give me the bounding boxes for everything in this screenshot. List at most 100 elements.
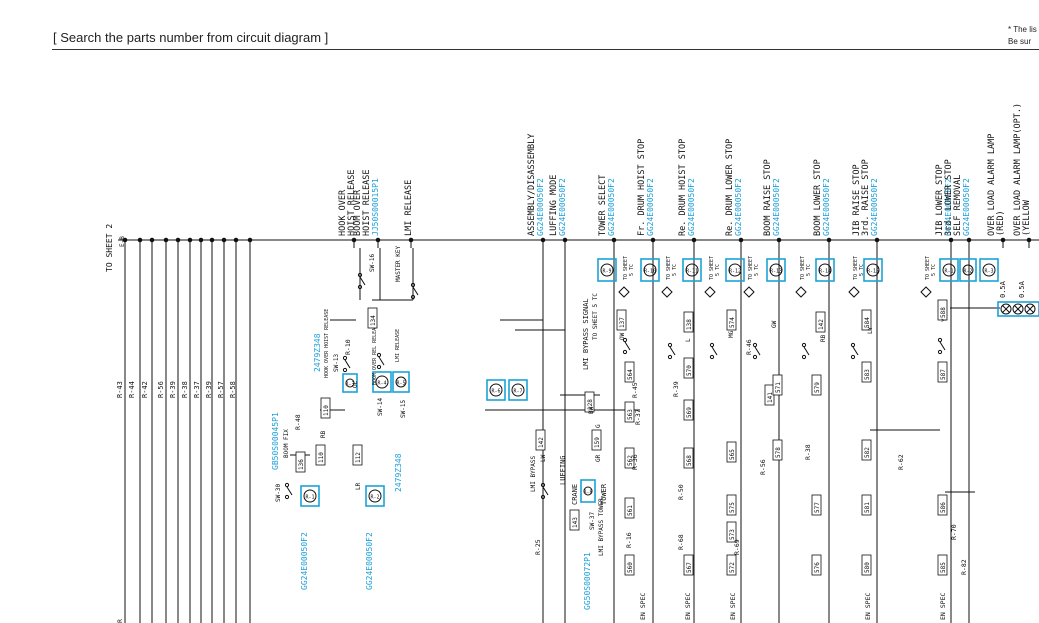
relay-box-3rd-lower[interactable]: R-2: [959, 258, 977, 282]
terminal-box-frame: [683, 554, 694, 576]
circuit-part-number-boom-lower-stop[interactable]: GG24E00050F2: [822, 178, 831, 236]
wire-code: LY: [867, 326, 874, 334]
circuit-header-luffing-mode: LUFFING MODE: [549, 175, 559, 236]
terminal-number: 580: [864, 562, 871, 573]
terminal-number: 583: [864, 369, 871, 380]
gg50-part-number[interactable]: GG50S00072P1: [583, 552, 592, 610]
terminal-box-frame: [624, 497, 635, 519]
wire-code: L: [685, 338, 692, 342]
relay-label: R-10: [344, 339, 352, 355]
circuit-part-number-re-drum-lower-stop[interactable]: GG24E00050F2: [734, 178, 743, 236]
circuit-header-re-drum-hoist-stop: Re. DRUM HOIST STOP: [678, 139, 688, 236]
circuit-part-number-jib-raise-stop[interactable]: GG24E00050F2: [870, 178, 879, 236]
terminal-box: 137: [616, 309, 627, 331]
lamp-icon: [1024, 303, 1036, 315]
relay-box-jib-lower[interactable]: R-1: [939, 258, 959, 282]
relay-box-lmi-release[interactable]: R-5: [392, 371, 410, 393]
circuit-part-number-boom-over-hoist-release[interactable]: JJ50S00015P1: [371, 178, 380, 236]
terminal-box: 110: [315, 444, 326, 466]
relay-box-re-drum-hoist-label: R-11: [686, 269, 698, 275]
to-sheet-5tc-label: 5 TC: [859, 264, 865, 276]
circuit-header-over-load-alarm-yellow: OVER LOAD ALARM LAMP(OPT.): [1013, 103, 1023, 236]
relay-box-tower-select[interactable]: R-9: [597, 258, 617, 282]
terminal-number: 573: [729, 529, 736, 540]
relay-box-self-removal[interactable]: R-3: [979, 258, 999, 282]
p2479-part-number-b[interactable]: 2479Z348: [394, 453, 403, 492]
relay-box-re-drum-hoist[interactable]: R-11: [682, 258, 702, 282]
terminal-number: 159: [594, 437, 601, 448]
circuit-part-number-assembly-disassembly[interactable]: GG24E00050F2: [536, 178, 545, 236]
note-line-1: * The lis: [1008, 25, 1037, 34]
connector-diamond: [704, 286, 716, 298]
relay-box-boom-release[interactable]: R-4: [372, 371, 392, 393]
terminal-box: 571: [772, 374, 783, 396]
circuit-header-over-load-alarm-yellow: (YELLOW: [1022, 199, 1032, 236]
circuit-part-number-self-removal[interactable]: GG24E00050F2: [962, 178, 971, 236]
relay-box-jib-raise[interactable]: R-15: [863, 258, 883, 282]
circuit-part-number-tower-select[interactable]: GG24E00050F2: [607, 178, 616, 236]
terminal-box-frame: [624, 447, 635, 469]
sw37-label: SW-37: [589, 512, 596, 530]
relay-box-luffing[interactable]: R-7: [508, 379, 528, 401]
relay-box-assembly[interactable]: R-6: [486, 379, 506, 401]
junction-dot: [874, 237, 880, 243]
to-sheet-label: TO SHEET: [709, 256, 715, 280]
terminal-number: 575: [729, 502, 736, 513]
circuit-part-number-fr-drum-hoist-stop[interactable]: GG24E00050F2: [646, 178, 655, 236]
circuit-part-number-luffing-mode[interactable]: GG24E00050F2: [558, 178, 567, 236]
relay-box-crane-a[interactable]: R-8: [580, 479, 596, 503]
wire-label: R-39: [169, 381, 177, 398]
wire-code: GR: [595, 454, 602, 462]
header-note: * The lis Be sur: [1008, 24, 1037, 48]
circuit-part-number-re-drum-hoist-stop[interactable]: GG24E00050F2: [687, 178, 696, 236]
gb50s-part-number[interactable]: GB50S00045P1: [271, 412, 280, 470]
junction-dot: [948, 237, 954, 243]
relay-box-hook-over[interactable]: R-3: [342, 373, 358, 393]
terminal-number: 562: [627, 455, 634, 466]
terminal-box: 574: [726, 309, 737, 331]
relay-box-boom-fix[interactable]: R-1: [300, 485, 320, 507]
terminal-box-frame: [937, 361, 948, 383]
wire-label: R-43: [116, 381, 124, 398]
switch-blade: [542, 486, 549, 496]
terminal-box: 142: [535, 429, 546, 451]
p2479-part-number-a[interactable]: 2479Z348: [313, 333, 322, 372]
relay-box-fr-drum[interactable]: R-10: [640, 258, 660, 282]
switch-blade: [286, 486, 293, 496]
terminal-box: 565: [726, 441, 737, 463]
terminal-box: 112: [352, 444, 363, 466]
circuit-header-over-load-alarm-red: OVER LOAD ALARM LAMP: [987, 134, 997, 236]
switch-contact: [342, 367, 348, 373]
circuit-part-number-boom-raise-stop[interactable]: GG24E00050F2: [772, 178, 781, 236]
relay-box-boom-release-coil: [375, 375, 389, 389]
terminal-number: 141: [767, 392, 774, 403]
relay-box-boom-raise[interactable]: R-13: [766, 258, 786, 282]
relay-box-boom-lower[interactable]: R-14: [815, 258, 835, 282]
relay-label: R-70: [950, 524, 958, 540]
switch-blade: [754, 346, 761, 356]
terminal-box: 578: [772, 439, 783, 461]
terminal-number: 128: [587, 399, 594, 410]
relay-box-re-drum-lower[interactable]: R-12: [725, 258, 745, 282]
relay-box-boom-over[interactable]: R-2: [365, 485, 385, 507]
luffing-label: LUFFING: [559, 455, 567, 485]
to-sheet-2-label: TO SHEET 2: [105, 224, 114, 272]
sw15-label: SW-15: [400, 400, 407, 418]
relay-label: R-25: [534, 539, 542, 555]
relay-box-boom-lower-frame: [815, 258, 835, 282]
terminal-box-frame: [772, 439, 783, 461]
switch-blade: [624, 341, 631, 351]
circuit-header-tower-select: TOWER SELECT: [598, 175, 608, 236]
gg24-part-number-a[interactable]: GG24E00050F2: [300, 532, 309, 590]
wire-code: RB: [320, 430, 327, 438]
gg24-part-number-b[interactable]: GG24E00050F2: [365, 532, 374, 590]
circuit-part-number-jib-lower-stop[interactable]: GG24E00050F2: [944, 178, 953, 236]
terminal-box-frame: [315, 444, 326, 466]
switch-contact: [850, 354, 856, 360]
switch-blade: [344, 359, 351, 369]
relay-box-re-drum-lower-coil: [728, 263, 742, 277]
relay-box-crane-a-frame: [580, 479, 596, 503]
terminal-box-frame: [320, 397, 331, 419]
terminal-box-frame: [569, 509, 580, 531]
terminal-box-frame: [937, 299, 948, 321]
